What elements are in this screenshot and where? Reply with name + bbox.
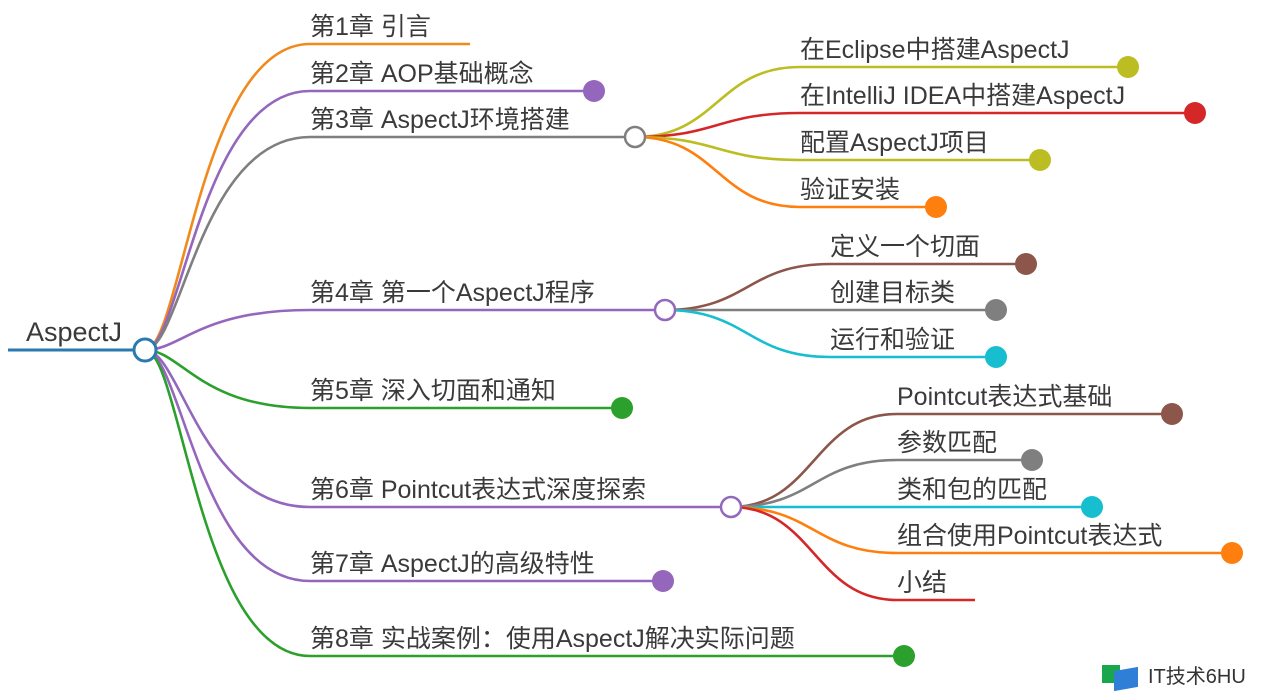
chapter-8-dot-icon[interactable] [893, 645, 915, 667]
chapter-link [144, 89, 594, 352]
topic-link [634, 135, 936, 209]
topic-dot-icon[interactable] [1161, 403, 1183, 425]
chapter-link [144, 348, 904, 658]
chapter-node-label[interactable]: 第1章 引言 [310, 13, 431, 41]
topic-link [664, 262, 1026, 312]
chapter-4-collapse-toggle[interactable] [653, 298, 677, 322]
topic-node-label[interactable]: Pointcut表达式基础 [897, 383, 1112, 411]
topic-dot-icon[interactable] [1221, 542, 1243, 564]
chapter-link [144, 348, 663, 583]
topic-link [730, 412, 1172, 509]
chapter-5-dot-icon[interactable] [611, 397, 633, 419]
chapter-node-label[interactable]: 第3章 AspectJ环境搭建 [310, 106, 570, 134]
topic-node-label[interactable]: 配置AspectJ项目 [800, 129, 989, 157]
topic-node-label[interactable]: 定义一个切面 [830, 233, 980, 261]
chapter-node-label[interactable]: 第6章 Pointcut表达式深度探索 [310, 476, 646, 504]
topic-link [730, 458, 1032, 509]
topic-node-label[interactable]: 验证安装 [800, 176, 900, 204]
topic-dot-icon[interactable] [985, 299, 1007, 321]
topic-dot-icon[interactable] [1117, 56, 1139, 78]
topic-node-label[interactable]: 在Eclipse中搭建AspectJ [800, 36, 1070, 64]
chapter-node-label[interactable]: 第5章 深入切面和通知 [310, 377, 556, 405]
topic-link [634, 135, 1040, 162]
topic-node-label[interactable]: 运行和验证 [830, 326, 955, 354]
topic-link [634, 65, 1128, 139]
chapter-6-collapse-toggle[interactable] [719, 495, 743, 519]
chapter-link [144, 348, 731, 509]
topic-node-label[interactable]: 在IntelliJ IDEA中搭建AspectJ [800, 82, 1125, 110]
topic-dot-icon[interactable] [1029, 149, 1051, 171]
chapter-link [144, 135, 635, 352]
chapter-node-label[interactable]: 第2章 AOP基础概念 [310, 60, 534, 88]
chapter-3-collapse-toggle[interactable] [623, 125, 647, 149]
topic-link [634, 111, 1195, 139]
chapter-7-dot-icon[interactable] [652, 570, 674, 592]
topic-link [730, 505, 975, 602]
chapter-node-label[interactable]: 第7章 AspectJ的高级特性 [310, 550, 595, 578]
root-label: AspectJ [26, 317, 122, 347]
topic-dot-icon[interactable] [1081, 496, 1103, 518]
topic-node-label[interactable]: 组合使用Pointcut表达式 [897, 522, 1162, 550]
chapter-node-label[interactable]: 第4章 第一个AspectJ程序 [310, 279, 595, 307]
topic-node-label[interactable]: 小结 [897, 569, 947, 597]
chapter-2-dot-icon[interactable] [583, 80, 605, 102]
topic-link [664, 308, 996, 359]
topic-dot-icon[interactable] [925, 196, 947, 218]
chapter-link [144, 308, 665, 352]
topic-node-label[interactable]: 创建目标类 [830, 279, 955, 307]
watermark: IT技术6HU [1100, 660, 1246, 691]
topic-dot-icon[interactable] [1184, 102, 1206, 124]
topic-node-label[interactable]: 参数匹配 [897, 429, 997, 457]
topic-dot-icon[interactable] [1015, 253, 1037, 275]
root-collapse-toggle[interactable] [132, 337, 158, 363]
chapter-link [144, 348, 622, 410]
topic-dot-icon[interactable] [1021, 449, 1043, 471]
topic-node-label[interactable]: 类和包的匹配 [897, 476, 1047, 504]
topic-link [730, 505, 1232, 555]
watermark-logo-icon [1100, 661, 1142, 691]
chapter-node-label[interactable]: 第8章 实战案例：使用AspectJ解决实际问题 [310, 625, 795, 653]
watermark-text: IT技术6HU [1148, 666, 1246, 688]
topic-dot-icon[interactable] [985, 346, 1007, 368]
links [8, 42, 1232, 658]
